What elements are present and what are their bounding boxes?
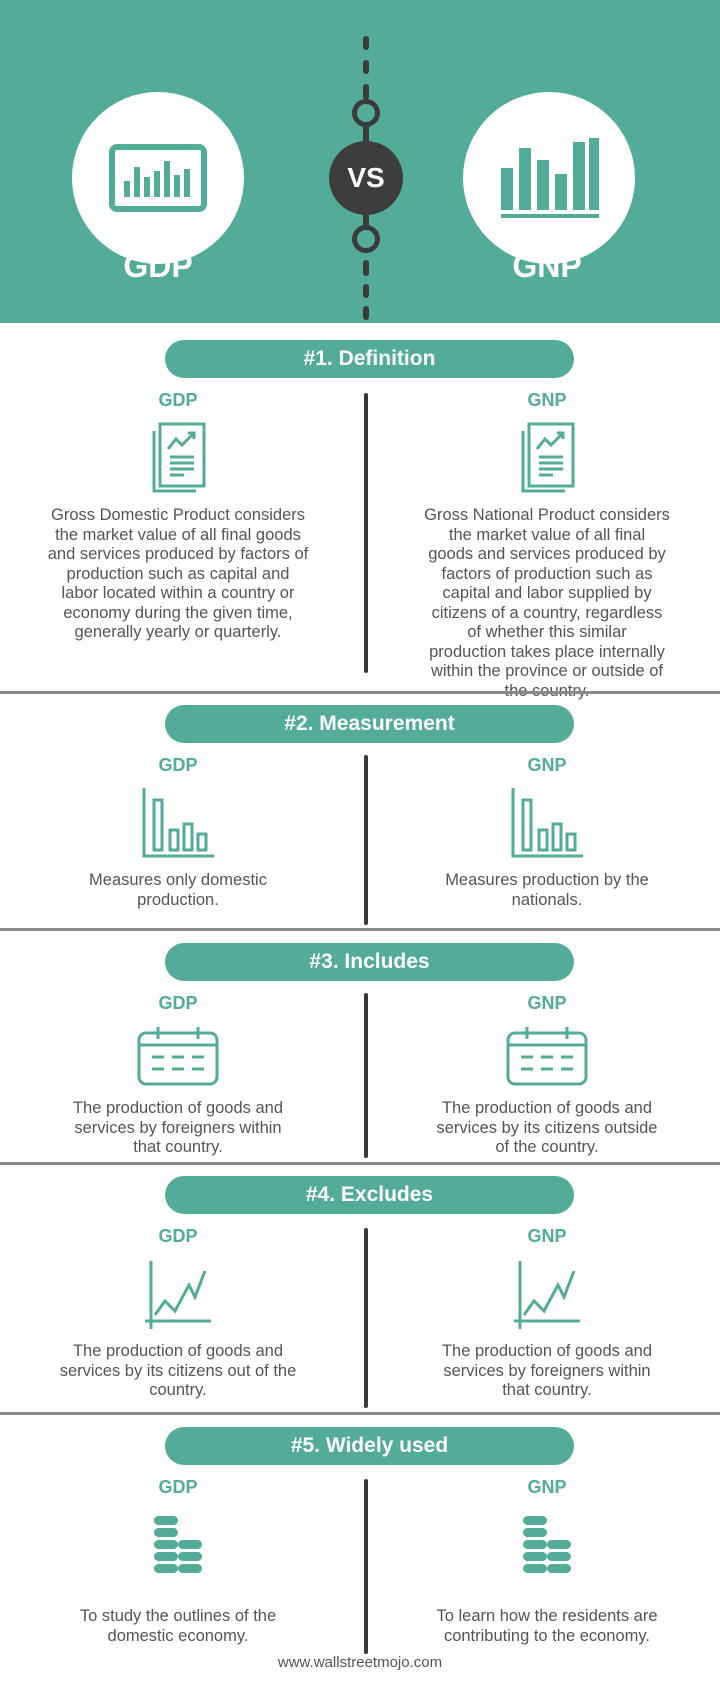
gdp-label: GDP xyxy=(158,1477,198,1497)
section-excludes: #4. Excludes GDP The production of goods… xyxy=(0,1176,720,1412)
line-chart-icon xyxy=(145,1261,211,1329)
gdp-description: The production of goods and services by … xyxy=(59,1342,297,1399)
gnp-description: The production of goods and services by … xyxy=(436,1099,658,1156)
column-divider xyxy=(364,393,368,673)
section-title: #3. Includes xyxy=(165,943,574,981)
column-divider xyxy=(364,755,368,925)
gnp-column: GNP Measures production by the nationals… xyxy=(377,753,717,910)
section-measurement: #2. Measurement GDP Measures only domest… xyxy=(0,705,720,927)
gnp-description: Measures production by the nationals. xyxy=(445,871,649,909)
gnp-column: GNP To learn how the residents are contr… xyxy=(377,1475,717,1646)
coins-icon xyxy=(523,1516,571,1573)
gdp-label: GDP xyxy=(158,755,198,775)
gdp-circle xyxy=(72,92,244,264)
gnp-circle xyxy=(463,92,635,264)
gnp-column: GNP The production of goods and services… xyxy=(377,1224,717,1401)
gdp-description: The production of goods and services by … xyxy=(72,1099,284,1156)
gdp-title: GDP xyxy=(123,248,193,284)
coins-icon xyxy=(154,1516,202,1573)
dash-segment xyxy=(363,260,369,276)
document-chart-icon xyxy=(152,422,206,493)
header-banner: GDP GNP VS xyxy=(0,0,720,323)
column-divider xyxy=(364,1479,368,1654)
dash-segment xyxy=(363,306,369,320)
gdp-description: Gross Domestic Product considers the mar… xyxy=(47,506,309,641)
gnp-description: To learn how the residents are contribut… xyxy=(436,1607,658,1645)
section-includes: #3. Includes GDP The production of goods… xyxy=(0,943,720,1161)
gnp-label: GNP xyxy=(527,1226,567,1246)
gdp-label: GDP xyxy=(158,993,198,1013)
gnp-label: GNP xyxy=(527,755,567,775)
gdp-column: GDP Gross Domestic Product considers the… xyxy=(8,388,348,643)
section-title: #5. Widely used xyxy=(165,1427,574,1465)
gnp-label: GNP xyxy=(527,993,567,1013)
vs-badge: VS xyxy=(329,141,403,215)
gnp-description: The production of goods and services by … xyxy=(441,1342,653,1399)
section-divider xyxy=(0,691,720,694)
gdp-label: GDP xyxy=(158,1226,198,1246)
presentation-bar-chart-icon xyxy=(109,144,207,212)
gdp-column: GDP To study the outlines of the domesti… xyxy=(8,1475,348,1646)
dash-segment xyxy=(363,284,369,298)
section-widely-used: #5. Widely used GDP To study the outline… xyxy=(0,1427,720,1657)
section-title: #4. Excludes xyxy=(165,1176,574,1214)
gnp-label: GNP xyxy=(527,390,567,410)
section-title: #2. Measurement xyxy=(165,705,574,743)
calendar-icon xyxy=(137,1027,219,1086)
line-chart-icon xyxy=(514,1261,580,1329)
gnp-column: GNP Gross National Product considers the… xyxy=(377,388,717,701)
gdp-column: GDP Measures only domestic production. xyxy=(8,753,348,910)
section-title: #1. Definition xyxy=(165,340,574,378)
column-divider xyxy=(364,1228,368,1408)
gnp-description: Gross National Product considers the mar… xyxy=(424,506,670,700)
gdp-description: To study the outlines of the domestic ec… xyxy=(79,1607,277,1645)
document-chart-icon xyxy=(521,422,575,493)
section-divider xyxy=(0,928,720,931)
gdp-column: GDP The production of goods and services… xyxy=(8,1224,348,1401)
ring-bottom xyxy=(352,225,380,253)
section-divider xyxy=(0,1162,720,1165)
dash-segment xyxy=(363,60,369,74)
dash-segment xyxy=(363,84,369,100)
column-divider xyxy=(364,993,368,1158)
gdp-description: Measures only domestic production. xyxy=(89,871,267,909)
source-footer: www.wallstreetmojo.com xyxy=(277,1654,443,1671)
bar-chart-icon xyxy=(501,138,599,218)
gnp-column: GNP The production of goods and services… xyxy=(377,991,717,1158)
section-definition: #1. Definition GDP Gross Domestic Produc… xyxy=(0,340,720,700)
dash-segment xyxy=(363,36,369,50)
section-divider xyxy=(0,1412,720,1415)
calendar-icon xyxy=(506,1027,588,1086)
gnp-title: GNP xyxy=(512,248,582,284)
gdp-label: GDP xyxy=(158,390,198,410)
bar-chart-icon xyxy=(142,788,214,858)
ring-top xyxy=(352,99,380,127)
bar-chart-icon xyxy=(511,788,583,858)
gdp-column: GDP The production of goods and services… xyxy=(8,991,348,1158)
gnp-label: GNP xyxy=(527,1477,567,1497)
